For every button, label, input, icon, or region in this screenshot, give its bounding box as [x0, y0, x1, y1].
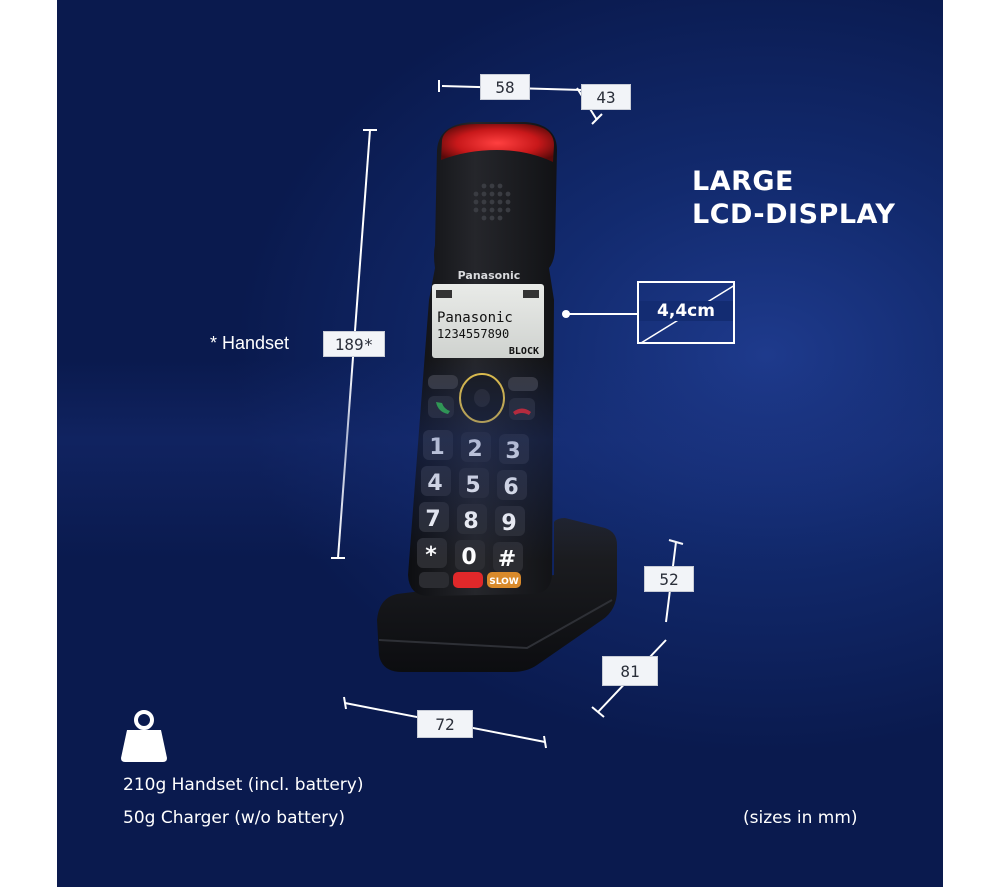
key-label: 4 — [427, 471, 442, 496]
key-label: 5 — [465, 473, 480, 498]
key-label: 9 — [501, 511, 516, 536]
weight-icon — [121, 710, 167, 762]
hangup-red-icon — [513, 408, 531, 415]
key-label: 2 — [467, 437, 482, 462]
display-pointer-dot — [562, 310, 570, 318]
call-green-icon — [436, 402, 450, 414]
handset-label: * Handset — [210, 333, 290, 353]
key-label: 8 — [463, 509, 478, 534]
headline: LARGE LCD-DISPLAY — [692, 165, 895, 231]
dim-width-top: 58 — [480, 74, 530, 100]
weight-charger: 50g Charger (w/o battery) — [123, 808, 345, 828]
handset-brand: Panasonic — [458, 269, 521, 282]
sizes-note: (sizes in mm) — [743, 808, 858, 828]
dim-charger-height: 52 — [644, 566, 694, 592]
key-label: 6 — [503, 475, 518, 500]
screen-line-2: 1234557890 — [437, 327, 509, 341]
dim-handset-height: 189* — [323, 331, 385, 357]
screen-line-1: Panasonic — [437, 310, 513, 326]
key-label: 1 — [429, 435, 444, 460]
ring-indicator-light — [441, 124, 554, 162]
weight-handset: 210g Handset (incl. battery) — [123, 775, 364, 795]
key-label: # — [498, 547, 516, 572]
product-infographic: 1 2 3 4 5 6 7 8 9 * 0 # Panasonic Panaso… — [57, 0, 943, 887]
headline-line-1: LARGE — [692, 166, 794, 197]
lcd-screen — [432, 284, 544, 358]
keypad-labels: 1 2 3 4 5 6 7 8 9 * 0 # — [425, 435, 520, 572]
key-label: * — [425, 543, 437, 568]
dim-charger-width: 72 — [417, 710, 473, 738]
key-label: 0 — [461, 545, 476, 570]
key-label: 3 — [505, 439, 520, 464]
charger-base — [377, 518, 617, 672]
headline-line-2: LCD-DISPLAY — [692, 199, 896, 230]
dim-charger-depth: 81 — [602, 656, 658, 686]
display-size-value: 4,4cm — [639, 301, 733, 321]
diagram-lines: 1 2 3 4 5 6 7 8 9 * 0 # Panasonic Panaso… — [121, 80, 684, 762]
display-size-box: 4,4cm — [637, 281, 735, 344]
key-label: 7 — [425, 507, 440, 532]
keypad — [417, 430, 529, 572]
screen-softkey: BLOCK — [509, 346, 539, 357]
slow-key-label: SLOW — [489, 577, 519, 587]
dim-depth-top: 43 — [581, 84, 631, 110]
speaker-grille-icon — [473, 183, 511, 221]
